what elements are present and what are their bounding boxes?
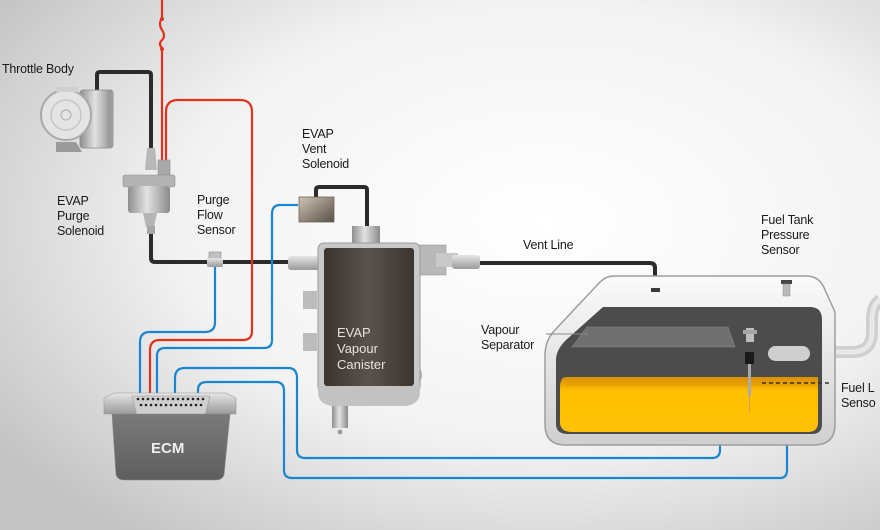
blue-wire-vent-solenoid: [155, 203, 298, 393]
label-fuel-level-sensor: Fuel L Senso: [841, 381, 876, 411]
label-purge-flow-sensor: Purge Flow Sensor: [197, 193, 236, 238]
label-vapour-separator: Vapour Separator: [481, 323, 534, 353]
ecm: [103, 392, 237, 481]
hose-vent-solenoid: [314, 185, 369, 228]
throttle-body: [40, 87, 114, 152]
label-line: Sensor: [761, 243, 800, 257]
label-ecm: ECM: [151, 440, 185, 457]
label-line: Sensor: [197, 223, 236, 237]
label-line: Purge: [197, 193, 230, 207]
red-wire-loop: [148, 98, 254, 393]
label-line: Fuel L: [841, 381, 875, 395]
fuel-level-sensor: [743, 328, 829, 412]
label-line: Purge: [57, 209, 90, 223]
fuel-tank-pressure-sensor: [781, 280, 792, 297]
label-throttle-body: Throttle Body: [2, 62, 74, 76]
hose-throttle-to-purge: [95, 70, 153, 150]
label-purge-solenoid: EVAP Purge Solenoid: [57, 194, 104, 239]
label-line: Solenoid: [57, 224, 105, 238]
vent-solenoid: [298, 196, 335, 223]
purge-solenoid: [122, 148, 176, 234]
red-wire-input: [158, 0, 166, 165]
fuel-tank: [544, 275, 880, 446]
label-vapour-canister: EVAP Vapour Canister: [337, 325, 385, 373]
label-fuel-tank-pressure-sensor: Fuel Tank Pressure Sensor: [761, 213, 813, 258]
label-line: Solenoid: [302, 157, 350, 171]
label-line: EVAP: [337, 325, 371, 340]
label-vent-line: Vent Line: [523, 238, 574, 252]
vacuum-hoses: [95, 70, 657, 290]
fuse-node-top: [160, 17, 164, 21]
label-line: EVAP: [302, 127, 334, 141]
label-line: Senso: [841, 396, 876, 410]
label-line: EVAP: [57, 194, 89, 208]
label-vent-solenoid: EVAP Vent Solenoid: [302, 127, 349, 172]
label-line: Vapour: [481, 323, 520, 337]
label-line: Separator: [481, 338, 535, 352]
throttle-body-plate-icon: [40, 89, 92, 141]
tank-inlet-pipe: [768, 346, 810, 361]
label-line: Canister: [337, 357, 386, 372]
hose-purge-to-canister: [149, 230, 300, 264]
power-wires: [148, 0, 254, 393]
label-line: Pressure: [761, 228, 810, 242]
vapour-separator: [571, 326, 736, 348]
label-line: Flow: [197, 208, 223, 222]
vapour-canister: [288, 226, 480, 435]
fuse-node-bottom: [160, 47, 164, 51]
purge-flow-sensor: [207, 251, 223, 267]
label-line: Fuel Tank: [761, 213, 814, 227]
label-line: Vapour: [337, 341, 378, 356]
ecm-connector-pins: [136, 397, 205, 407]
blue-wire-purge-flow-sensor: [138, 266, 217, 393]
vent-line-hose: [478, 261, 657, 290]
label-line: Vent: [302, 142, 327, 156]
blue-wire-fuel-tank-pressure-sensor: [196, 306, 789, 480]
fuel-level: [560, 377, 818, 432]
